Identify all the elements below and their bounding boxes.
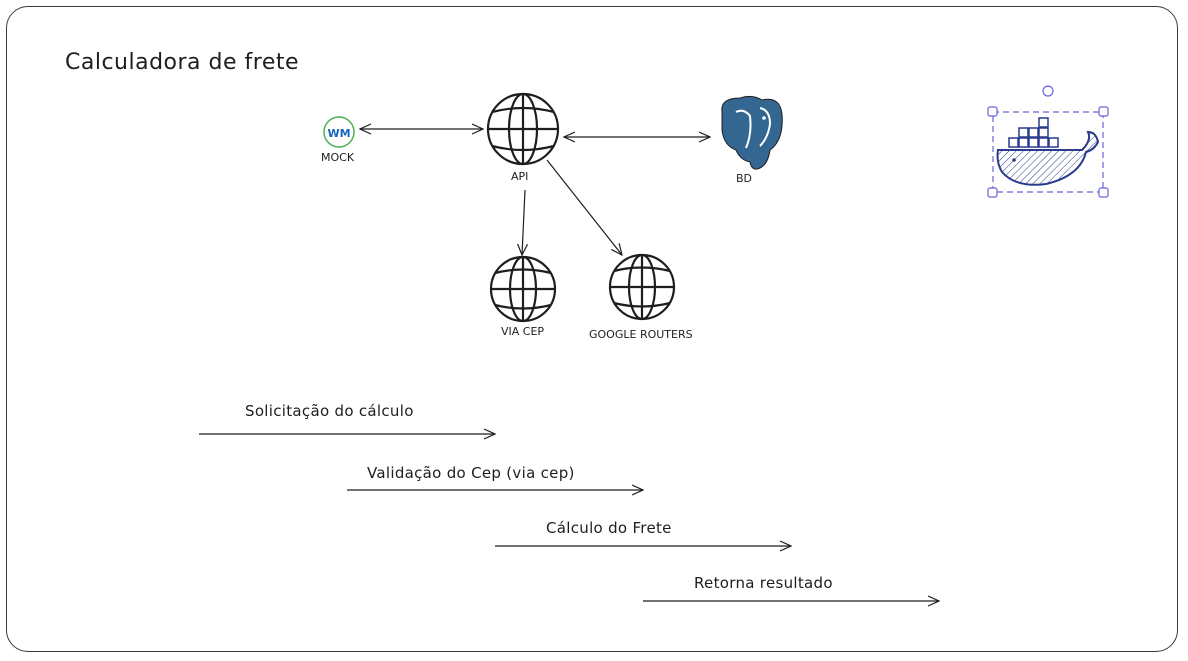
resize-handle-bottom-right bbox=[1098, 187, 1109, 198]
connection-api-viacep[interactable] bbox=[522, 189, 525, 255]
step-label-3[interactable]: Cálculo do Frete bbox=[546, 519, 672, 537]
resize-handle-top-right bbox=[1098, 106, 1109, 117]
viacep-label[interactable]: VIA CEP bbox=[501, 325, 545, 338]
db-label[interactable]: BD bbox=[736, 172, 753, 185]
rotate-handle bbox=[1042, 85, 1054, 97]
wiremock-icon[interactable]: WM bbox=[323, 116, 355, 148]
globe-icon-viacep[interactable] bbox=[489, 255, 557, 323]
wiremock-badge: WM bbox=[327, 127, 350, 140]
resize-handle-top-left bbox=[987, 106, 998, 117]
diagram-title[interactable]: Calculadora de frete bbox=[65, 50, 300, 75]
step-label-1[interactable]: Solicitação do cálculo bbox=[245, 402, 414, 420]
globe-icon-api[interactable] bbox=[486, 92, 560, 166]
step-label-4[interactable]: Retorna resultado bbox=[694, 574, 833, 592]
connection-api-google[interactable] bbox=[546, 159, 622, 255]
selection-frame[interactable] bbox=[987, 85, 1109, 198]
docker-whale-icon[interactable] bbox=[996, 117, 1100, 186]
postgresql-elephant-icon[interactable] bbox=[721, 95, 783, 170]
step-label-2[interactable]: Validação do Cep (via cep) bbox=[367, 464, 575, 482]
google-label[interactable]: GOOGLE ROUTERS bbox=[589, 328, 693, 341]
api-label[interactable]: API bbox=[511, 170, 529, 183]
globe-icon-google[interactable] bbox=[608, 253, 676, 321]
mock-label[interactable]: MOCK bbox=[321, 151, 355, 164]
whiteboard-canvas[interactable] bbox=[6, 6, 1178, 652]
resize-handle-bottom-left bbox=[987, 187, 998, 198]
